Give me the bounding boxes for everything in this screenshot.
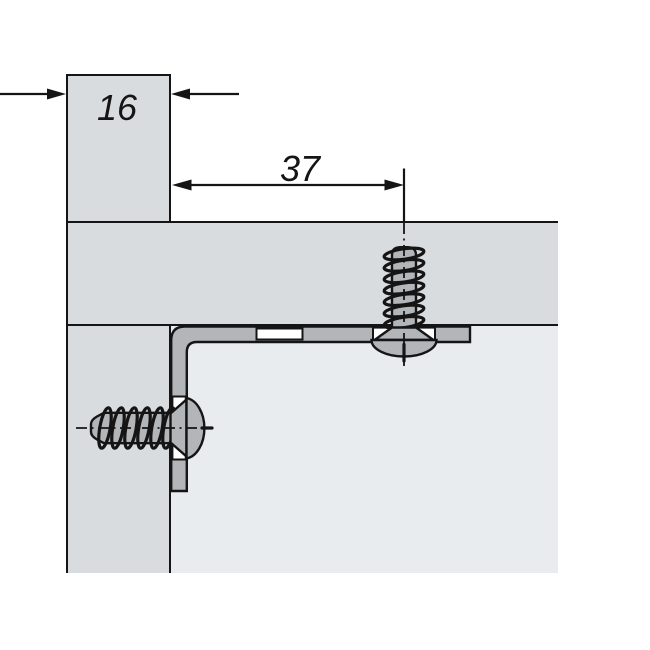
horizontal-screw-threads (97, 406, 177, 450)
dimension-panel-thickness: 16 (0, 87, 239, 128)
dim16-left-arrowhead (47, 88, 66, 100)
dimension-drilling-distance: 37 (172, 148, 406, 223)
dim37-label: 37 (280, 148, 322, 189)
vertical-screw (370, 223, 438, 368)
bracket-slot (255, 327, 304, 341)
cabinet-interior (171, 326, 558, 573)
horizontal-panel (66, 221, 558, 326)
dim37-right-arrowhead (384, 179, 404, 191)
dim37-left-arrowhead (172, 179, 192, 191)
horizontal-screw (76, 396, 214, 460)
dim16-right-arrowhead (171, 88, 190, 100)
angle-bracket-body (170, 325, 472, 493)
dim16-label: 16 (97, 87, 138, 128)
